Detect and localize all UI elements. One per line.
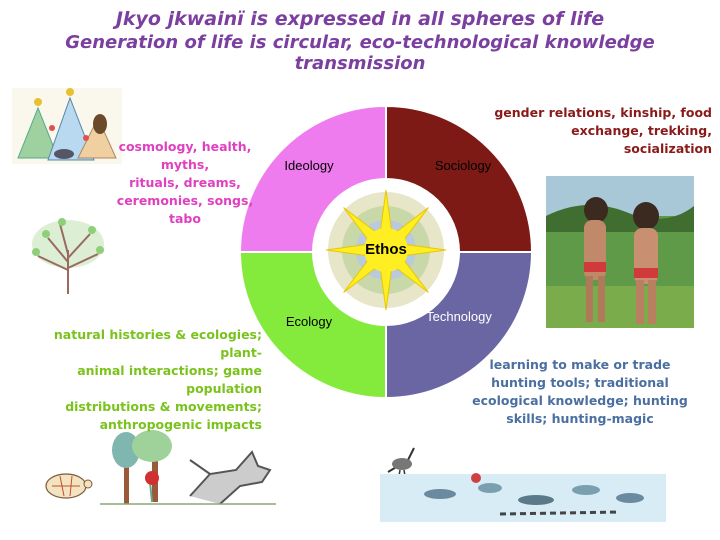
children-photo (546, 176, 694, 328)
caption-line: animal interactions; game population (77, 363, 262, 396)
caption-line: natural histories & ecologies; plant- (53, 327, 262, 360)
technology-label: Technology (426, 309, 492, 324)
technology-caption: learning to make or trade hunting tools;… (470, 356, 690, 428)
sociology-label: Sociology (435, 158, 492, 173)
caption-line: distributions & movements; (65, 399, 262, 414)
ideology-caption: cosmology, health, myths, rituals, dream… (100, 138, 270, 228)
caption-line: hunting tools; traditional (491, 375, 669, 390)
aquatic-drawing (380, 447, 666, 522)
title-line-2: Generation of life is circular, eco-tech… (65, 32, 655, 74)
caption-line: gender relations, kinship, food (494, 105, 712, 120)
sociology-caption: gender relations, kinship, food exchange… (490, 104, 712, 158)
sun-core (364, 228, 408, 272)
caption-line: anthropogenic impacts (99, 417, 262, 432)
ecology-label: Ecology (286, 314, 333, 329)
cosmology-drawing (12, 88, 122, 164)
caption-line: ecological knowledge; hunting (472, 393, 688, 408)
caption-line: learning to make or trade (489, 357, 671, 372)
sun-icon (325, 189, 447, 311)
ecology-drawing (45, 430, 276, 505)
title-line-1: Jkyo jkwainï is expressed in all spheres… (115, 8, 605, 30)
caption-line: skills; hunting-magic (506, 411, 654, 426)
caption-line: rituals, dreams, (129, 175, 241, 190)
ideology-label: Ideology (284, 158, 334, 173)
ethos-wheel: Ethos Ideology Sociology Technology Ecol… (238, 104, 534, 400)
tree-drawing (32, 218, 104, 294)
caption-line: ceremonies, songs, tabo (116, 193, 254, 226)
ethos-label: Ethos (365, 241, 407, 258)
caption-line: exchange, trekking, socialization (571, 123, 712, 156)
ecology-caption: natural histories & ecologies; plant- an… (20, 326, 262, 434)
caption-line: cosmology, health, myths, (118, 139, 252, 172)
